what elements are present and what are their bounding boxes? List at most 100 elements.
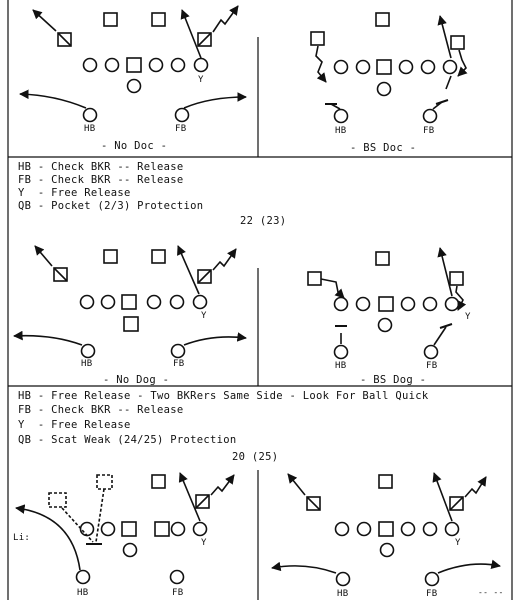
- s3-right-diagram: [271, 472, 501, 587]
- s2-note-qb: QB - Scat Weak (24/25) Protection: [18, 434, 237, 446]
- defender-box: [103, 249, 118, 264]
- s2r-defense: [307, 251, 464, 329]
- s1r-offense: [333, 59, 458, 124]
- s1-right-caption: - BS Doc -: [350, 142, 417, 154]
- lineman: [100, 521, 116, 537]
- quarterback: [377, 317, 393, 333]
- s2-play-number: 20 (25): [232, 451, 279, 463]
- s1-left-hb-label: HB: [84, 124, 96, 134]
- lineman: [79, 521, 95, 537]
- lineman: [398, 59, 414, 75]
- defender-box: [151, 249, 166, 264]
- s2l-defense: [53, 249, 212, 284]
- defender-box-blitz: [449, 496, 464, 511]
- s2-note-fb: FB - Check BKR -- Release: [18, 404, 184, 416]
- s3r-routes: [271, 472, 501, 574]
- fullback: [423, 344, 439, 360]
- defender-box: [103, 12, 118, 27]
- halfback: [75, 569, 91, 585]
- s2-right-y-label: Y: [465, 312, 471, 322]
- center: [376, 59, 392, 75]
- lineman: [100, 294, 116, 310]
- lineman-box: [154, 521, 170, 537]
- s1l-offense: [82, 57, 209, 123]
- tight-end-y: [444, 296, 460, 312]
- s2-note-y: Y - Free Release: [18, 419, 131, 431]
- defender-box: [378, 474, 393, 489]
- defender-box-blitz: [57, 32, 72, 47]
- center: [126, 57, 142, 73]
- s2r-routes: [320, 247, 467, 346]
- frame-lines: [7, 0, 513, 600]
- lineman: [422, 296, 438, 312]
- s3-left-y-label: Y: [201, 538, 207, 548]
- s1-left-fb-label: FB: [175, 124, 187, 134]
- lineman: [400, 296, 416, 312]
- defender-box-dashed: [96, 474, 113, 490]
- s1-right-hb-label: HB: [335, 126, 347, 136]
- s2-left-hb-label: HB: [81, 359, 93, 369]
- lineman: [169, 294, 185, 310]
- s3-left-hb-label: HB: [77, 588, 89, 598]
- s1l-defense: [57, 12, 212, 47]
- s3-side-mark: Li:: [13, 533, 31, 543]
- lineman: [170, 57, 186, 73]
- s3l-defense: [48, 474, 210, 509]
- s2-right-hb-label: HB: [335, 361, 347, 371]
- defender-box-dashed: [48, 492, 67, 508]
- lineman: [79, 294, 95, 310]
- s3r-defense: [306, 474, 464, 511]
- s2-right-caption: - BS Dog -: [360, 374, 427, 386]
- defender-box-blitz: [306, 496, 321, 511]
- fullback: [170, 343, 186, 359]
- lineman: [422, 521, 438, 537]
- fullback: [424, 571, 440, 587]
- center: [378, 296, 394, 312]
- lineman: [146, 294, 162, 310]
- halfback: [80, 343, 96, 359]
- s2-right-diagram: [307, 247, 467, 360]
- lineman: [420, 59, 436, 75]
- halfback: [333, 344, 349, 360]
- s1-note-hb: HB - Check BKR -- Release: [18, 161, 184, 173]
- tight-end-y: [192, 521, 208, 537]
- lineman: [334, 521, 350, 537]
- lineman: [356, 521, 372, 537]
- quarterback: [376, 81, 392, 97]
- lineman: [333, 296, 349, 312]
- lineman: [104, 57, 120, 73]
- center: [121, 521, 137, 537]
- fullback: [174, 107, 190, 123]
- quarterback: [379, 542, 395, 558]
- s1-note-fb: FB - Check BKR -- Release: [18, 174, 184, 186]
- s1r-defense: [310, 12, 465, 105]
- s1-right-fb-label: FB: [423, 126, 435, 136]
- s3-left-fb-label: FB: [172, 588, 184, 598]
- halfback: [82, 107, 98, 123]
- s1-right-diagram: [310, 12, 468, 124]
- s2r-offense: [333, 296, 460, 360]
- lineman: [148, 57, 164, 73]
- fullback: [169, 569, 185, 585]
- lineman: [170, 521, 186, 537]
- tight-end-y: [193, 57, 209, 73]
- tight-end-y: [442, 59, 458, 75]
- s3-left-diagram: [15, 472, 235, 585]
- halfback: [333, 108, 349, 124]
- defender-box-blitz: [307, 271, 322, 286]
- s2-left-diagram: [13, 245, 247, 359]
- s2-left-y-label: Y: [201, 311, 207, 321]
- lineman: [82, 57, 98, 73]
- s1-left-caption: - No Doc -: [101, 140, 168, 152]
- lineman: [400, 521, 416, 537]
- tight-end-y: [192, 294, 208, 310]
- defender-box-blitz: [450, 35, 465, 50]
- center: [378, 521, 394, 537]
- halfback: [335, 571, 351, 587]
- defender-box-blitz: [195, 494, 210, 509]
- s3l-offense: [75, 521, 208, 585]
- s3-right-fb-label: FB: [426, 589, 438, 599]
- s1r-routes: [315, 15, 468, 110]
- lineman: [333, 59, 349, 75]
- defender-box-blitz: [53, 267, 68, 282]
